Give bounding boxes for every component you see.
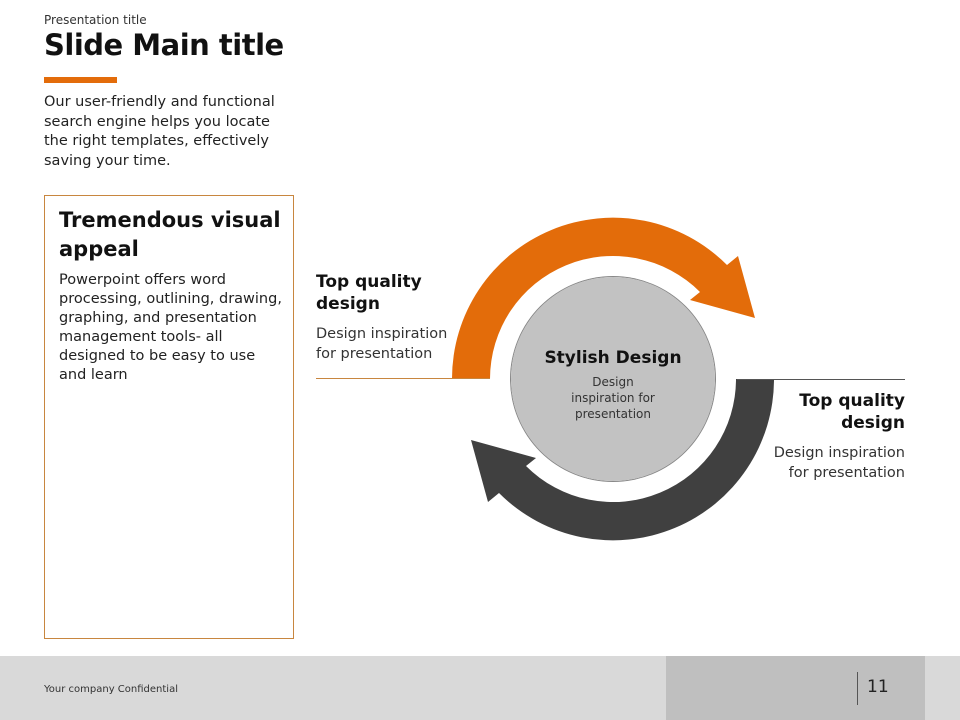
feature-box-body: Powerpoint offers word processing, outli…	[59, 272, 282, 383]
left-label-title: Top quality design	[316, 272, 422, 314]
page-number-separator	[857, 672, 858, 705]
right-divider	[737, 379, 905, 380]
footer-confidential: Your company Confidential	[44, 684, 178, 695]
right-label-desc: Design inspiration for presentation	[773, 445, 905, 481]
left-divider	[316, 378, 490, 379]
feature-box	[44, 195, 294, 639]
orange-arrow	[451, 217, 755, 379]
presentation-title: Presentation title	[44, 13, 147, 27]
footer-page-panel	[666, 656, 925, 720]
dark-arrow	[471, 379, 775, 541]
center-title: Stylish Design	[544, 348, 682, 368]
slide-main-title: Slide Main title	[44, 28, 284, 62]
page-number: 11	[867, 677, 889, 697]
intro-text: Our user-friendly and functional search …	[44, 94, 275, 169]
center-desc: Design inspiration for presentation	[571, 375, 655, 421]
accent-bar	[44, 77, 117, 83]
feature-box-title: Tremendous visual appeal	[59, 208, 281, 261]
left-label-desc: Design inspiration for presentation	[316, 326, 448, 362]
right-label-title: Top quality design	[799, 391, 905, 433]
center-circle	[511, 277, 715, 481]
